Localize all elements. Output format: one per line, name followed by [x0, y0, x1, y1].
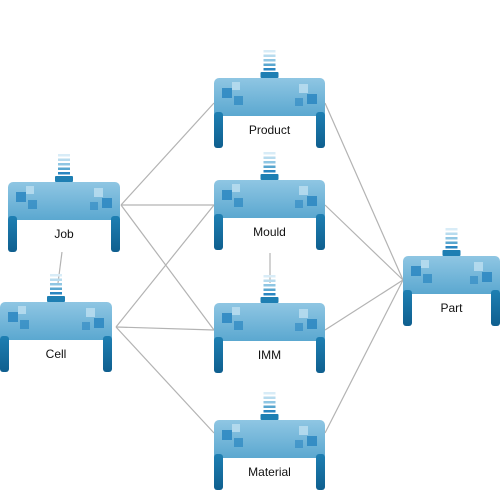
node-label-part: Part	[440, 301, 463, 315]
node-label-cell: Cell	[46, 347, 67, 361]
node-label-material: Material	[248, 465, 291, 479]
node-leg-right	[316, 454, 325, 490]
node-antenna-icon	[58, 154, 70, 175]
edge-cell-material	[115, 326, 215, 434]
edge-material-part	[324, 279, 404, 434]
node-leg-left	[214, 112, 223, 148]
node-antenna-icon	[263, 152, 276, 173]
node-body	[214, 420, 325, 460]
node-leg-right	[316, 112, 325, 148]
edge-product-part	[324, 102, 404, 281]
edge-imm-part	[324, 279, 404, 331]
node-leg-left	[214, 214, 223, 250]
node-leg-right	[316, 214, 325, 250]
node-leg-left	[403, 290, 412, 326]
node-leg-right	[111, 216, 120, 252]
edge-job-cell	[57, 251, 63, 284]
node-leg-right	[316, 337, 325, 373]
node-imm[interactable]: IMM	[214, 275, 325, 373]
node-leg-right	[491, 290, 500, 326]
node-job[interactable]: Job	[8, 154, 120, 252]
node-label-product: Product	[249, 123, 291, 137]
node-label-mould: Mould	[253, 225, 286, 239]
node-material[interactable]: Material	[214, 392, 325, 490]
edge-cell-imm	[115, 326, 215, 331]
node-body	[214, 78, 325, 118]
node-body	[214, 303, 325, 343]
node-leg-left	[8, 216, 17, 252]
edge-mould-part	[324, 204, 404, 281]
node-cell[interactable]: Cell	[0, 274, 112, 372]
node-leg-left	[0, 336, 9, 372]
node-antenna-icon	[263, 392, 276, 413]
node-antenna-icon	[263, 50, 276, 71]
edge-job-imm	[120, 204, 215, 331]
node-mould[interactable]: Mould	[214, 152, 325, 250]
node-leg-right	[103, 336, 112, 372]
node-part[interactable]: Part	[403, 228, 500, 326]
node-antenna-icon	[263, 275, 276, 296]
node-label-job: Job	[54, 227, 74, 241]
node-leg-left	[214, 337, 223, 373]
edge-job-product	[120, 102, 215, 206]
node-body	[214, 180, 325, 220]
node-product[interactable]: Product	[214, 50, 325, 148]
node-antenna-icon	[50, 274, 62, 295]
node-label-imm: IMM	[258, 348, 281, 362]
node-antenna-icon	[445, 228, 458, 249]
node-leg-left	[214, 454, 223, 490]
edge-cell-mould	[115, 204, 215, 328]
node-body	[8, 182, 120, 222]
edges-layer	[57, 102, 404, 434]
node-body	[0, 302, 112, 342]
